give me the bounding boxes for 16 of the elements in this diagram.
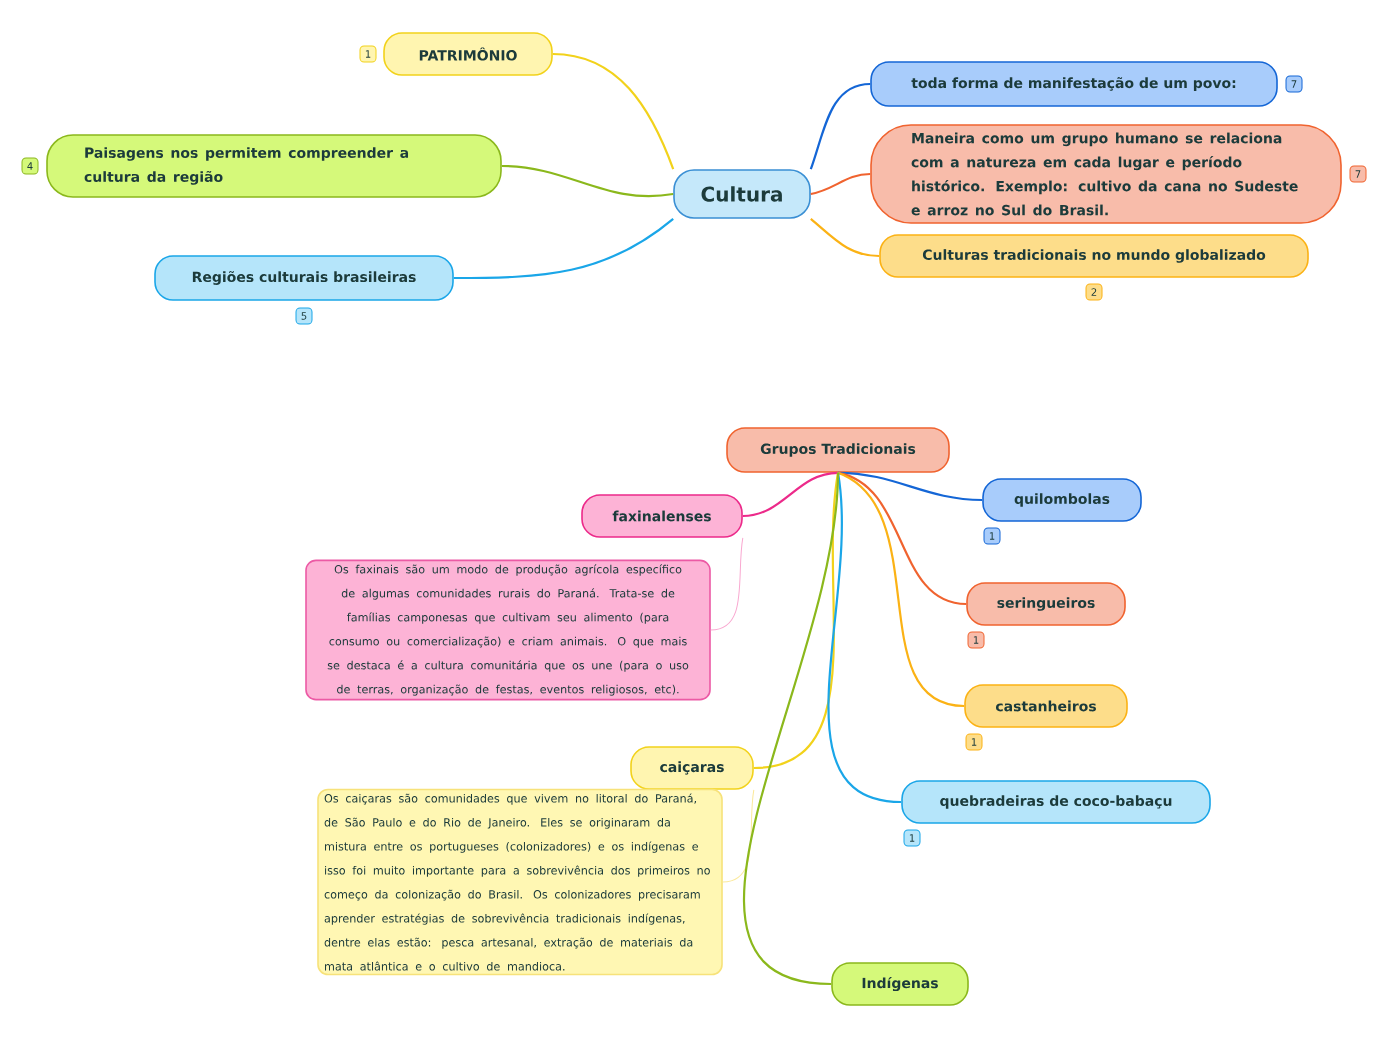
connector-line [837,471,983,502]
connector-line [753,472,840,770]
connector-line [742,471,839,518]
connector-line [810,217,880,258]
connector-line [810,172,871,196]
connector-line [837,471,965,708]
connector-line [501,164,674,198]
connector-line [722,789,755,883]
connector-line [837,471,967,606]
connector-line [809,82,871,170]
connector-line [827,472,902,804]
connector-line [743,472,840,986]
central-topic-box: Cultura [673,169,811,219]
connector-line [710,537,744,631]
connector-line [453,217,674,280]
connector-line [552,52,675,170]
